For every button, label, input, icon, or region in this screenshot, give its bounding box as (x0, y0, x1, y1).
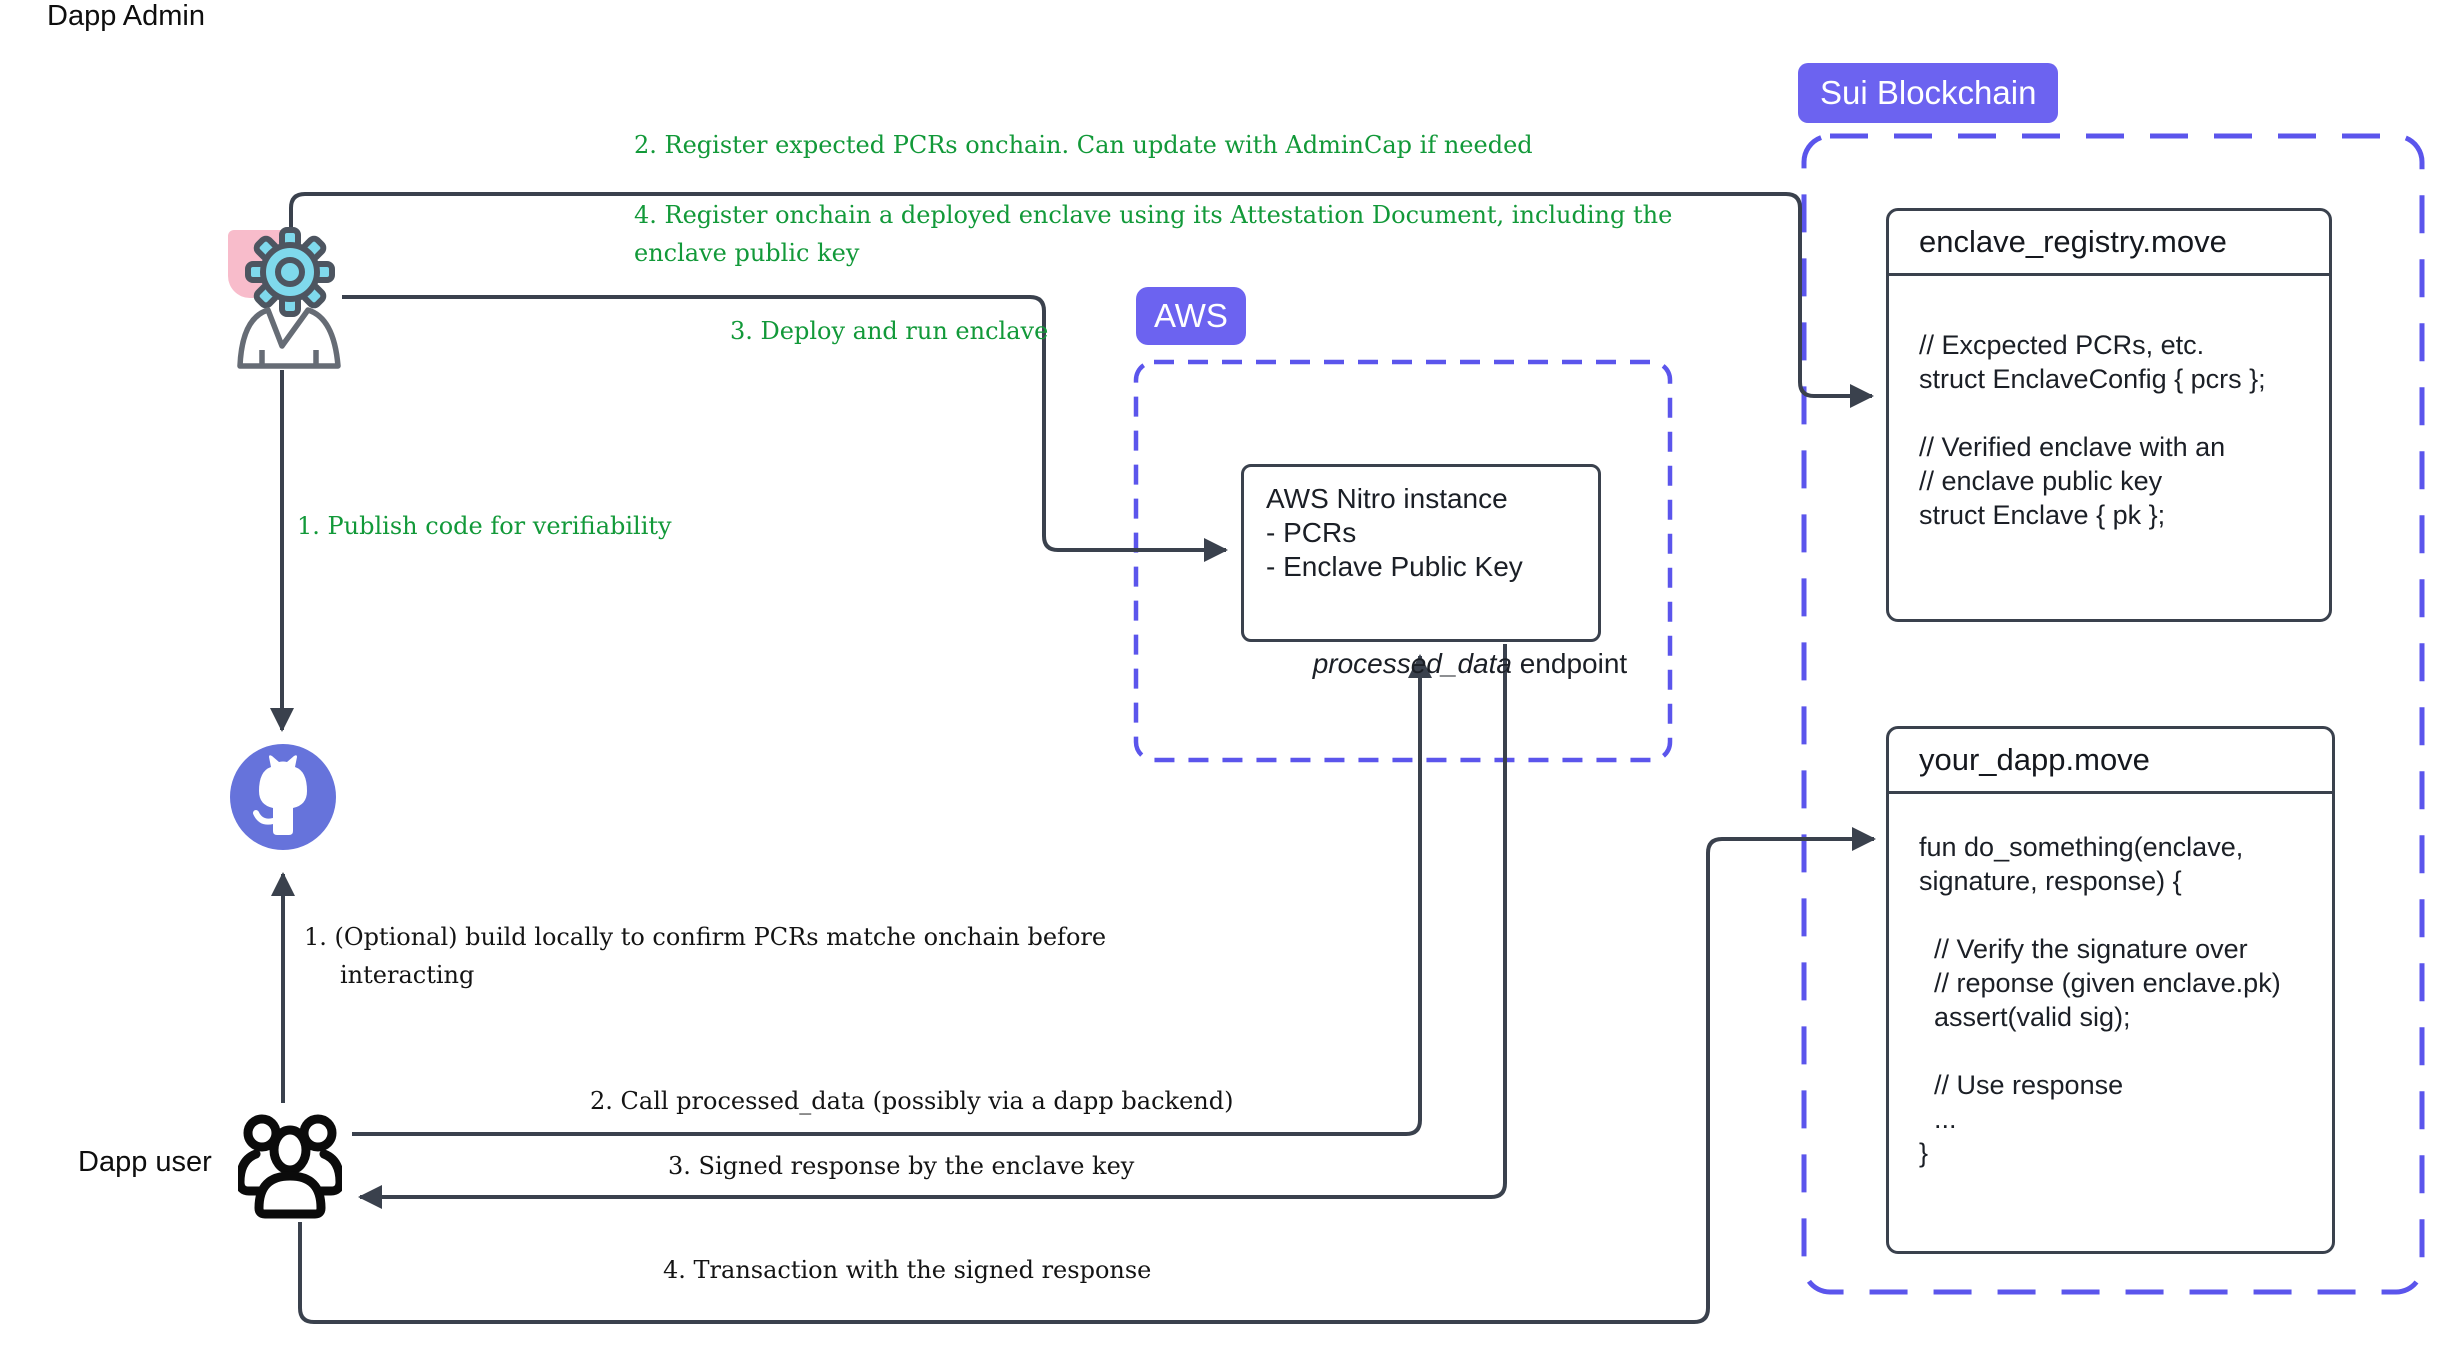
dapp-user-group-icon (238, 1114, 342, 1219)
annotation-call-endpoint: 2. Call processed_data (possibly via a d… (590, 1087, 1234, 1115)
arrow-user-to-endpoint (352, 654, 1432, 1136)
arrow-user-to-dapp-move (298, 827, 1876, 1324)
annotation-signed-response: 3. Signed response by the enclave key (668, 1152, 1135, 1180)
nitro-endpoint-line: processed_data endpoint (1266, 619, 1627, 709)
registry-code-line: struct EnclaveConfig { pcrs }; (1919, 364, 2266, 394)
enclave-registry-title: enclave_registry.move (1889, 211, 2329, 276)
gear-icon (245, 227, 335, 317)
your-dapp-title: your_dapp.move (1889, 729, 2332, 794)
dapp-code-line: ... (1919, 1104, 1957, 1134)
dapp-code-line: signature, response) { (1919, 866, 2182, 896)
registry-code-line: // enclave public key (1919, 466, 2163, 496)
dapp-code-line: // Verify the signature over (1919, 934, 2248, 964)
github-icon (230, 744, 336, 850)
dapp-code-line: // Use response (1919, 1070, 2124, 1100)
annotation-transaction: 4. Transaction with the signed response (663, 1256, 1152, 1284)
annotation-register-enclave: 4. Register onchain a deployed enclave u… (634, 201, 1673, 267)
aws-group-label: AWS (1136, 287, 1246, 345)
dapp-user-label: Dapp user (78, 1146, 212, 1178)
admin-person-icon (237, 307, 341, 369)
dapp-admin-label: Dapp Admin (47, 0, 205, 32)
registry-code-line: // Verified enclave with an (1919, 432, 2226, 462)
enclave-registry-box: enclave_registry.move // Excpected PCRs,… (1886, 208, 2332, 622)
registry-code-line (1919, 396, 2305, 430)
registry-code-line: // Excpected PCRs, etc. (1919, 330, 2205, 360)
dapp-code-line: assert(valid sig); (1919, 1002, 2131, 1032)
annotation-build-locally: 1. (Optional) build locally to confirm P… (304, 923, 1107, 989)
annotation-deploy-enclave: 3. Deploy and run enclave (730, 317, 1049, 345)
sui-blockchain-label: Sui Blockchain (1798, 63, 2059, 123)
dapp-code-line: } (1919, 1138, 1929, 1168)
sui-blockchain-dashed-boundary (1801, 133, 2425, 1295)
arrow-admin-to-registry (289, 192, 1874, 408)
dapp-code-line: fun do_something(enclave, (1919, 832, 2244, 862)
dapp-code-line: // reponse (given enclave.pk) (1919, 968, 2281, 998)
endpoint-suffix: endpoint (1511, 648, 1628, 679)
nitro-pubkey-line: - Enclave Public Key (1266, 551, 1523, 582)
annotation-publish-code: 1. Publish code for verifiability (297, 512, 672, 540)
aws-nitro-instance-box: AWS Nitro instance - PCRs - Enclave Publ… (1241, 464, 1627, 679)
nitro-title-line: AWS Nitro instance (1266, 483, 1508, 514)
your-dapp-box: your_dapp.move fun do_something(enclave,… (1886, 726, 2335, 1254)
dapp-code-line (1919, 1034, 2308, 1068)
arrow-endpoint-to-user (358, 644, 1507, 1209)
endpoint-name: processed_data (1312, 648, 1512, 679)
registry-code-line: struct Enclave { pk }; (1919, 500, 2166, 530)
aws-dashed-boundary (1133, 359, 1673, 763)
annotation-register-pcrs: 2. Register expected PCRs onchain. Can u… (634, 131, 1533, 159)
arrow-admin-to-nitro (342, 295, 1228, 562)
dapp-code-line (1919, 898, 2308, 932)
nitro-pcrs-line: - PCRs (1266, 517, 1357, 548)
